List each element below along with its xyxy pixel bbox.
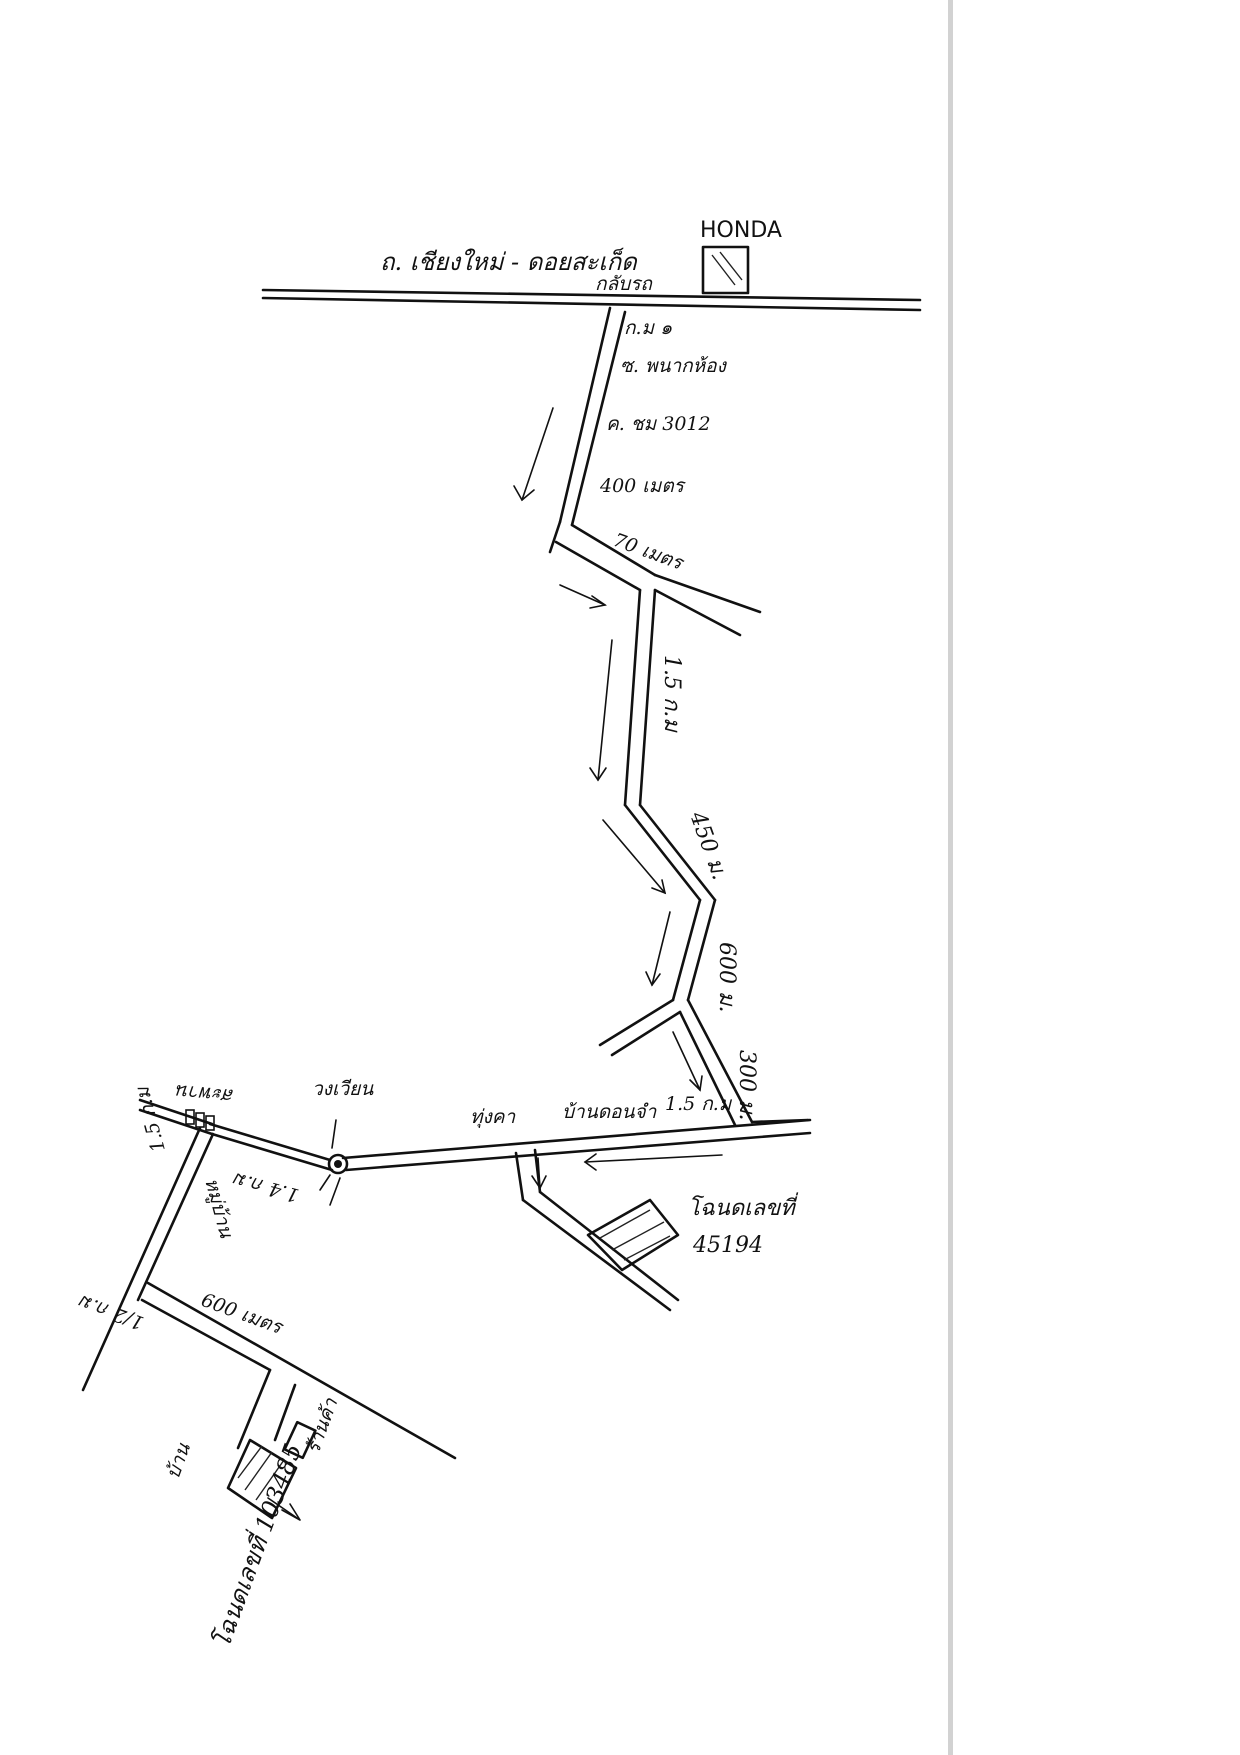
road-to-target-b bbox=[236, 1368, 297, 1450]
side-road-line-2: ซ. พนากห้อง bbox=[620, 355, 728, 377]
main-road-label: ถ. เชียงใหม่ - ดอยสะเก็ด bbox=[380, 247, 638, 276]
side-road-line-4: 400 เมตร bbox=[599, 475, 687, 497]
distance-70m: 70 เมตร bbox=[610, 529, 688, 575]
direction-arrow bbox=[583, 1153, 723, 1171]
roundabout-label: วงเวียน bbox=[312, 1078, 374, 1100]
direction-arrow bbox=[513, 407, 554, 502]
road-segment-1-5km-b bbox=[81, 1126, 215, 1392]
direction-arrow bbox=[645, 911, 671, 987]
branch-road bbox=[598, 998, 682, 1057]
village-road-label-1: ทุ่งคา bbox=[470, 1106, 517, 1128]
village-road-label-2: บ้านดอนจำ bbox=[562, 1101, 658, 1123]
road-segment-1-5km bbox=[623, 588, 657, 807]
turn-road bbox=[548, 520, 762, 637]
village-label: หมู่บ้าน bbox=[200, 1176, 237, 1241]
road-to-target-a bbox=[514, 1148, 680, 1312]
village-road bbox=[341, 1118, 812, 1172]
road-segment-450m bbox=[623, 803, 717, 902]
direction-arrow bbox=[672, 1031, 703, 1092]
distance-600m: 600 ม. bbox=[714, 942, 739, 1012]
target-a-number: 45194 bbox=[692, 1233, 763, 1258]
right-building-label: ร้านค้า bbox=[302, 1394, 343, 1457]
distance-300m: 300 ม. bbox=[734, 1050, 759, 1120]
target-b-plot bbox=[226, 1438, 298, 1520]
direction-arrow bbox=[589, 639, 613, 782]
target-a-label: โฉนดเลขที่ bbox=[688, 1192, 799, 1221]
scan-edge-line bbox=[948, 0, 953, 1755]
target-a-plot bbox=[586, 1198, 680, 1272]
target-b-label: โฉนดเลขที่ 103485 bbox=[205, 1439, 308, 1652]
main-road bbox=[261, 288, 922, 312]
direction-arrow bbox=[559, 584, 608, 609]
target-b-arrow bbox=[267, 1497, 301, 1521]
road-segment-300m bbox=[678, 998, 754, 1127]
left-building-label: บ้าน bbox=[162, 1440, 195, 1482]
direction-arrow bbox=[602, 819, 667, 895]
side-road bbox=[558, 306, 627, 527]
village-road-label-3: 1.5 ก.ม bbox=[665, 1093, 733, 1115]
road-segment-1-4km bbox=[138, 1098, 334, 1172]
road-segment-600m-b bbox=[140, 1281, 457, 1460]
side-road-line-1: ก.ม ๑ bbox=[624, 317, 672, 339]
u-turn-label: กลับรถ bbox=[595, 273, 653, 295]
roundabout bbox=[319, 1119, 349, 1206]
bridge-label: สะพาน bbox=[175, 1080, 236, 1107]
honda-building bbox=[701, 245, 750, 295]
distance-600m-b: 600 เมตร bbox=[198, 1289, 287, 1339]
honda-label: HONDA bbox=[700, 218, 782, 243]
building-outline bbox=[283, 1420, 317, 1460]
side-road-line-3: ค. ชม 3012 bbox=[606, 413, 711, 435]
distance-1-4km: 1.4 ก.ม bbox=[230, 1168, 301, 1207]
road-segment-600m bbox=[671, 898, 717, 1002]
distance-1-5km-a: 1.5 ก.ม bbox=[659, 655, 684, 733]
